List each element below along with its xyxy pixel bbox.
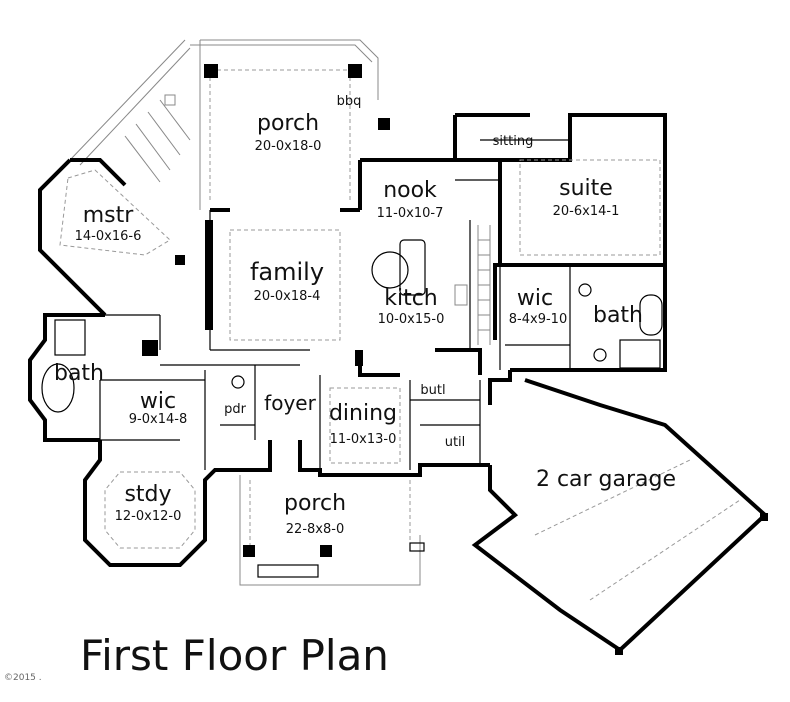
wic-suite-dim: 8-4x9-10 (509, 312, 567, 327)
foyer-name: foyer (264, 391, 316, 415)
front-porch-outline (239, 475, 425, 586)
porch-front-name: porch (284, 491, 346, 516)
plan-title: First Floor Plan (80, 631, 389, 680)
garage-name: 2 car garage (536, 467, 676, 492)
kitch-dim: 10-0x15-0 (378, 312, 445, 327)
garage-corner-mark (760, 513, 768, 521)
copyright-note: ©2015 . (4, 673, 42, 683)
garage-corner-mark (615, 647, 623, 655)
bbq-label: bbq (337, 94, 362, 109)
wic-mstr-name: wic (140, 389, 176, 414)
dining-dim: 11-0x13-0 (330, 432, 397, 447)
mstr-name: mstr (83, 203, 135, 228)
ceiling-lines (59, 159, 741, 601)
interior-walls (99, 139, 571, 470)
family-name: family (250, 258, 324, 286)
kitchen-fixtures (371, 225, 491, 345)
bath-mstr-name: bath (54, 361, 104, 386)
stdy-dim: 12-0x12-0 (115, 509, 182, 524)
bath-fixtures (41, 283, 663, 413)
wic-suite-name: wic (517, 286, 553, 311)
pdr-label: pdr (224, 402, 247, 417)
deck-lines (69, 39, 191, 183)
dining-name: dining (329, 401, 397, 426)
nook-name: nook (383, 178, 437, 203)
bath-suite-name: bath (593, 303, 643, 328)
family-dim: 20-0x18-4 (254, 289, 321, 304)
mstr-dim: 14-0x16-6 (75, 229, 142, 244)
suite-dim: 20-6x14-1 (553, 204, 620, 219)
stdy-name: stdy (124, 482, 171, 507)
wic-mstr-dim: 9-0x14-8 (129, 412, 187, 427)
porch-rear-dim: 20-0x18-0 (255, 139, 322, 154)
util-label: util (445, 435, 466, 450)
butl-label: butl (420, 383, 445, 398)
porch-front-dim: 22-8x8-0 (286, 522, 344, 537)
porch-rear-name: porch (257, 111, 319, 136)
rear-porch-outline (190, 39, 390, 210)
kitch-name: kitch (384, 286, 438, 311)
suite-name: suite (559, 176, 613, 201)
nook-dim: 11-0x10-7 (377, 206, 444, 221)
sitting-label: sitting (493, 134, 534, 149)
